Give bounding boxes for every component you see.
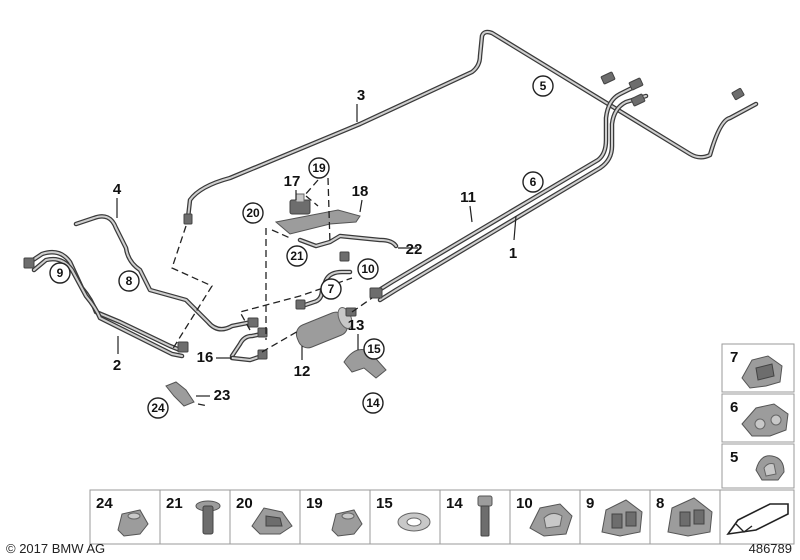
svg-text:19: 19 [306, 495, 323, 512]
circle-label-24: 24 [147, 397, 169, 419]
svg-text:5: 5 [730, 449, 738, 466]
svg-text:20: 20 [236, 495, 253, 512]
svg-text:14: 14 [366, 396, 380, 410]
svg-text:7: 7 [730, 349, 738, 366]
svg-text:10: 10 [516, 495, 533, 512]
bottom-part-8: 8 [649, 489, 721, 545]
circle-label-7: 7 [320, 278, 342, 300]
label-23: 23 [214, 387, 231, 404]
circle-label-10: 10 [357, 258, 379, 280]
bottom-part-21: 21 [159, 489, 231, 545]
label-1: 1 [509, 245, 517, 262]
svg-text:9: 9 [57, 266, 64, 280]
label-13: 13 [348, 317, 365, 334]
circle-label-19: 19 [308, 157, 330, 179]
circle-label-5: 5 [532, 75, 554, 97]
fuel-filter [295, 307, 357, 349]
svg-text:6: 6 [730, 399, 738, 416]
circle-label-8: 8 [118, 270, 140, 292]
circle-label-14: 14 [362, 392, 384, 414]
label-17: 17 [284, 173, 301, 190]
pipe-4 [73, 214, 259, 332]
pipe-22 [297, 233, 399, 262]
circle-label-15: 15 [363, 338, 385, 360]
circle-label-6: 6 [522, 171, 544, 193]
reference-number: 486789 [748, 541, 792, 556]
circle-label-9: 9 [49, 262, 71, 284]
label-11: 11 [460, 189, 476, 206]
clip-23 [165, 381, 195, 407]
svg-text:24: 24 [151, 401, 165, 415]
circle-label-21: 21 [286, 245, 308, 267]
svg-text:15: 15 [376, 495, 393, 512]
svg-text:8: 8 [656, 495, 664, 512]
bottom-part-24: 24 [89, 489, 161, 545]
pipe-11 [369, 71, 649, 303]
svg-text:21: 21 [166, 495, 183, 512]
pipe-16 [229, 327, 268, 363]
svg-text:6: 6 [530, 175, 537, 189]
bottom-part-arrow [719, 489, 795, 545]
svg-text:10: 10 [361, 262, 375, 276]
label-2: 2 [113, 357, 121, 374]
label-22: 22 [406, 241, 423, 258]
svg-text:7: 7 [328, 282, 335, 296]
side-part-5: 5 [721, 443, 795, 489]
svg-text:21: 21 [290, 249, 304, 263]
svg-text:15: 15 [367, 342, 381, 356]
svg-text:5: 5 [540, 79, 547, 93]
bracket-18 [274, 193, 361, 235]
side-part-7: 7 [721, 343, 795, 393]
leader-lines [116, 104, 517, 397]
pipe-2 [23, 250, 189, 359]
label-3: 3 [357, 87, 365, 104]
bottom-part-14: 14 [439, 489, 511, 545]
svg-text:8: 8 [126, 274, 133, 288]
bottom-part-10: 10 [509, 489, 581, 545]
label-12: 12 [294, 363, 311, 380]
bottom-part-9: 9 [579, 489, 651, 545]
label-16: 16 [197, 349, 214, 366]
svg-text:9: 9 [586, 495, 594, 512]
bottom-part-15: 15 [369, 489, 441, 545]
svg-text:20: 20 [246, 206, 260, 220]
label-18: 18 [352, 183, 369, 200]
label-4: 4 [113, 181, 122, 198]
copyright-text: © 2017 BMW AG [6, 541, 106, 556]
circle-label-20: 20 [242, 202, 264, 224]
svg-text:24: 24 [96, 495, 113, 512]
svg-text:19: 19 [312, 161, 326, 175]
pipe-3 [183, 29, 759, 225]
bottom-part-19: 19 [299, 489, 371, 545]
bottom-part-20: 20 [229, 489, 301, 545]
side-part-6: 6 [721, 393, 795, 443]
svg-text:14: 14 [446, 495, 463, 512]
